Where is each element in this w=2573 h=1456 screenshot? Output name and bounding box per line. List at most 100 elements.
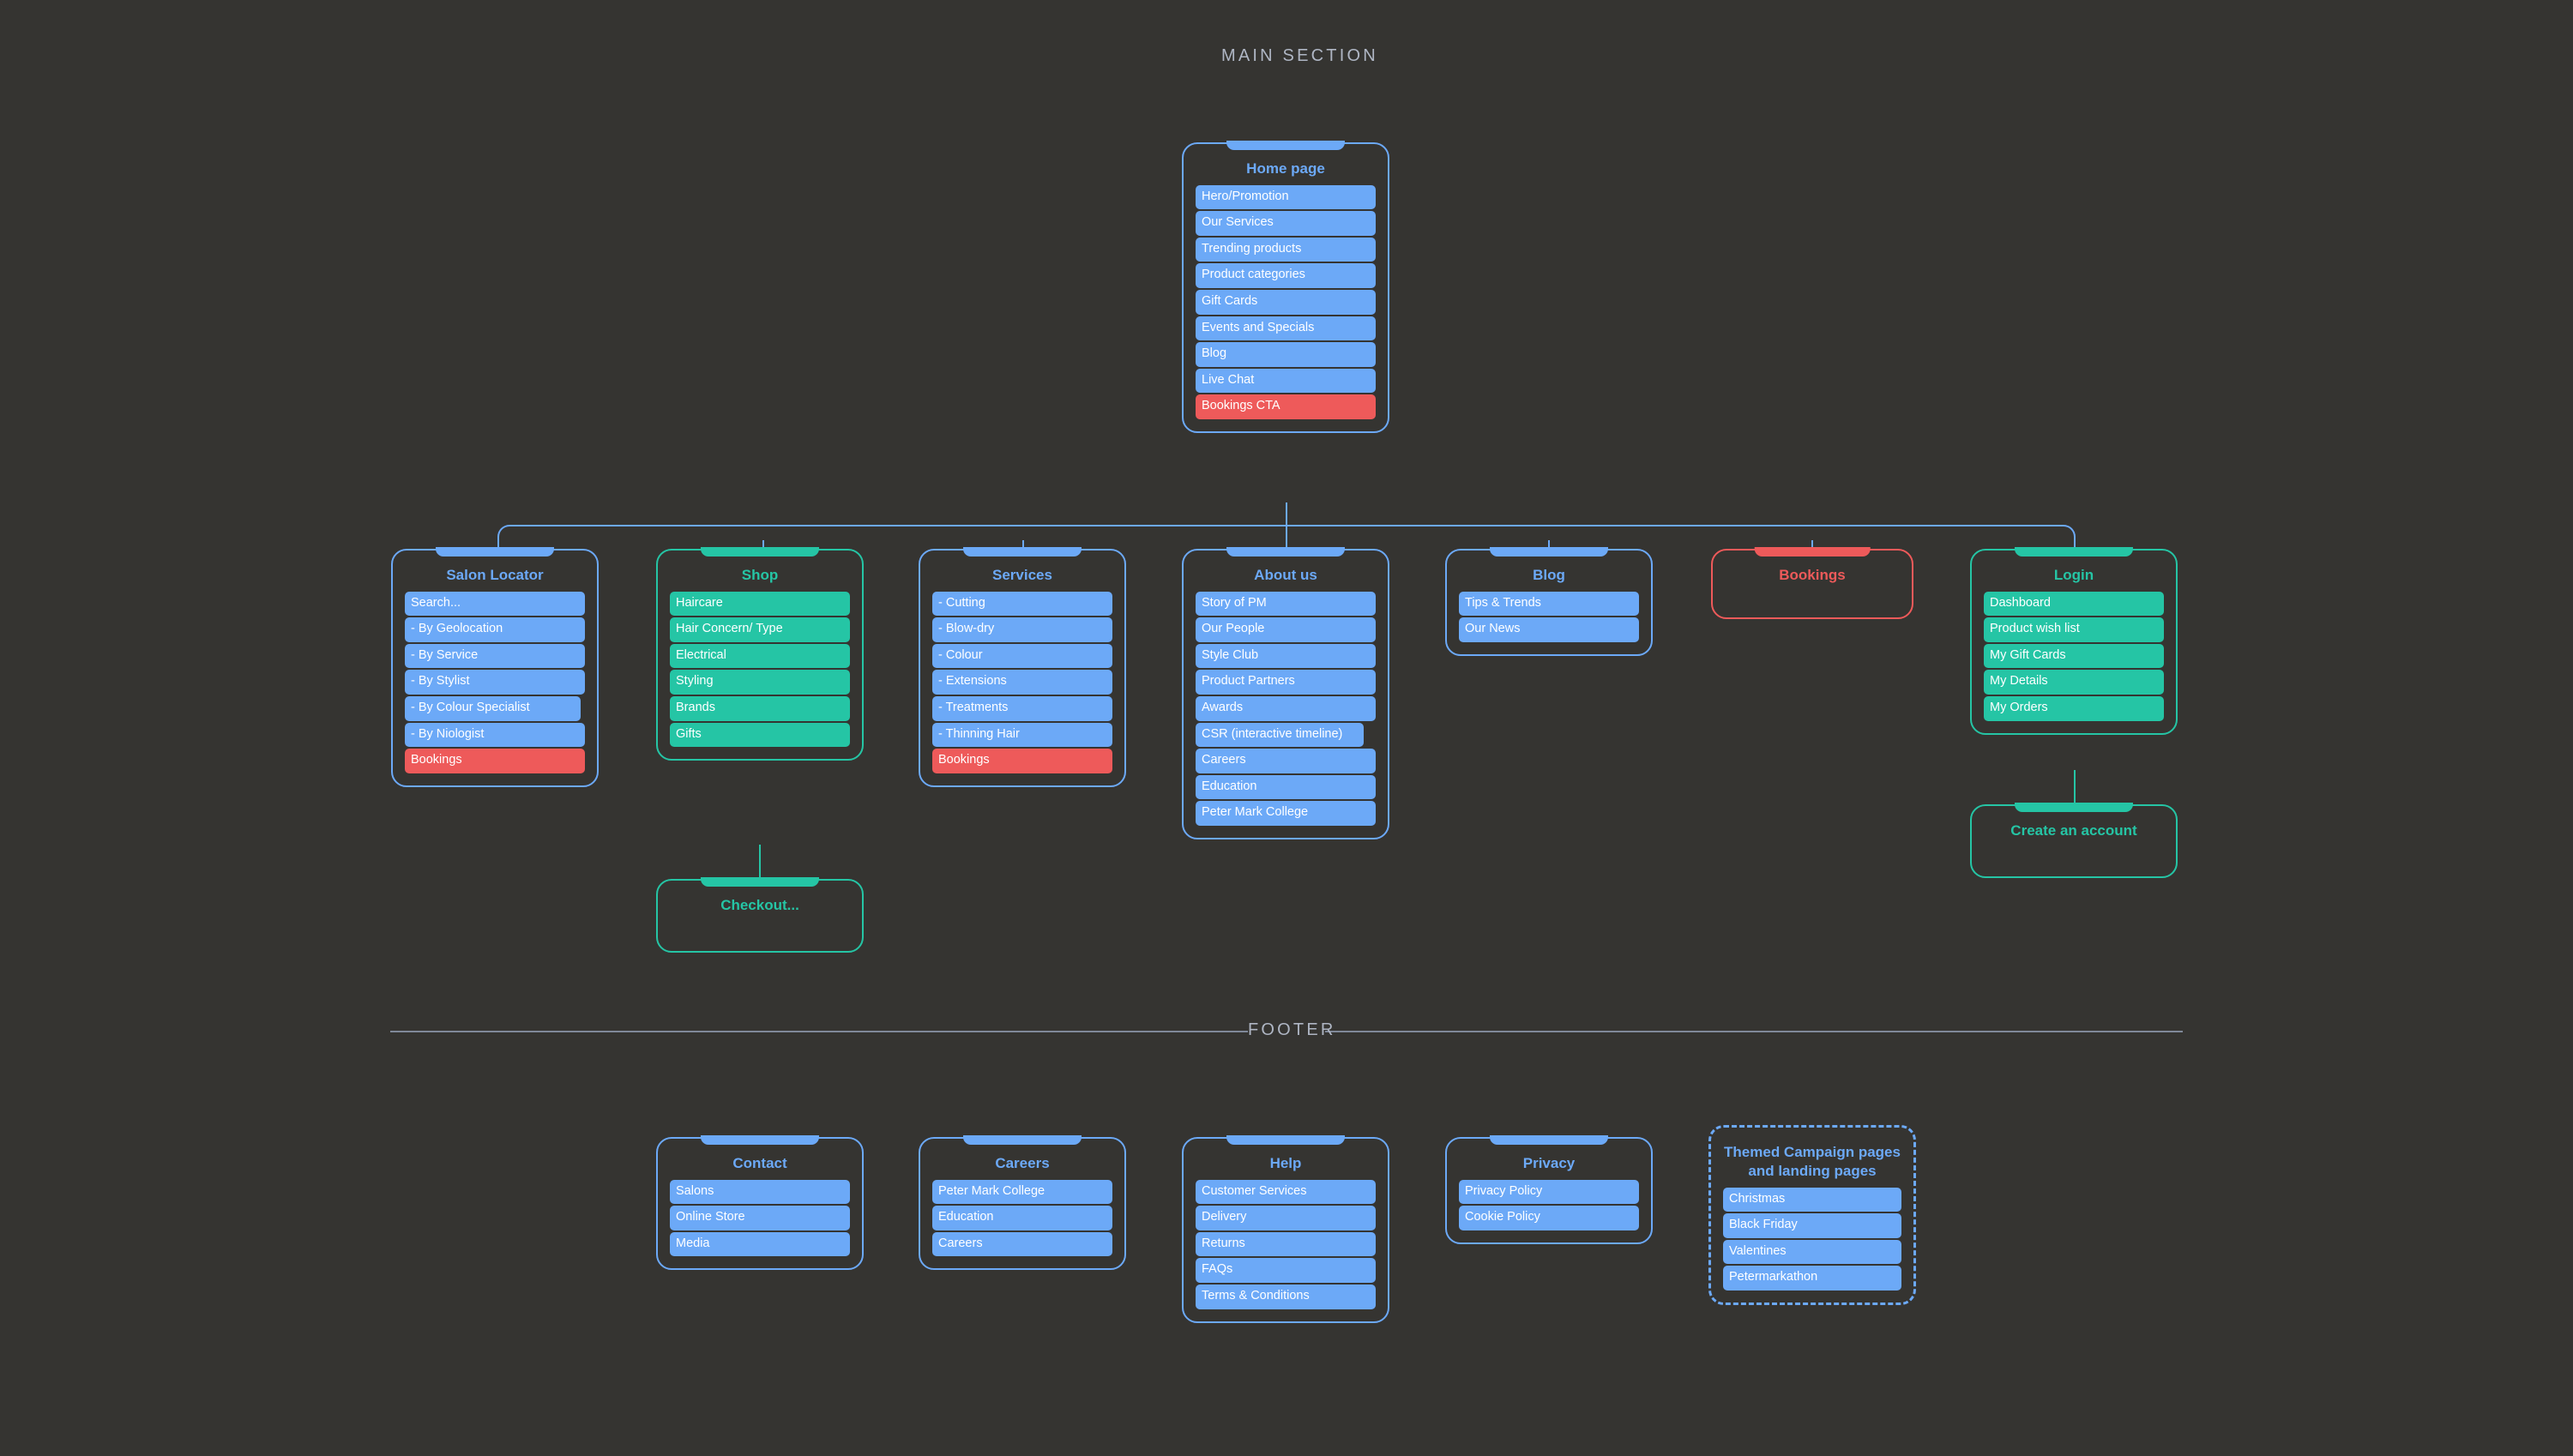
list-item[interactable]: Brands (670, 696, 850, 721)
card-title: Privacy (1522, 1155, 1576, 1171)
list-item[interactable]: - By Service (405, 643, 585, 669)
list-item[interactable]: Our People (1196, 617, 1376, 642)
list-item[interactable]: Media (670, 1231, 850, 1257)
list-item[interactable]: Awards (1196, 696, 1376, 721)
list-item[interactable]: - By Colour Specialist (405, 696, 581, 721)
card-footer-careers[interactable]: Careers Peter Mark College Education Car… (919, 1135, 1126, 1271)
list-item[interactable]: Trending products (1196, 237, 1376, 262)
card-create-account[interactable]: Create an account (1970, 803, 2178, 878)
card-title: Contact (732, 1155, 787, 1171)
list-item[interactable]: Peter Mark College (932, 1179, 1112, 1205)
list-item[interactable]: My Details (1984, 670, 2164, 695)
list-item[interactable]: Careers (1196, 749, 1376, 773)
list-item[interactable]: Story of PM (1196, 591, 1376, 617)
list-item[interactable]: - Thinning Hair (932, 722, 1112, 748)
list-item[interactable]: - Cutting (932, 591, 1112, 617)
list-item[interactable]: - Treatments (932, 696, 1112, 721)
footer-section-label: FOOTER (1248, 1020, 1336, 1039)
list-item[interactable]: Hair Concern/ Type (670, 617, 850, 642)
list-item[interactable]: - By Niologist (405, 722, 585, 748)
card-notch-icon (700, 877, 820, 887)
card-about-us[interactable]: About us Story of PM Our People Style Cl… (1182, 547, 1389, 839)
card-title: Login (2053, 567, 2094, 583)
list-item[interactable]: My Orders (1984, 696, 2164, 721)
list-item[interactable]: Christmas (1723, 1187, 1901, 1212)
list-item[interactable]: Terms & Conditions (1196, 1285, 1376, 1309)
list-item[interactable]: Style Club (1196, 643, 1376, 669)
list-item[interactable]: Privacy Policy (1459, 1179, 1639, 1205)
card-shop[interactable]: Shop Haircare Hair Concern/ Type Electri… (656, 547, 864, 761)
list-item[interactable]: Our Services (1196, 211, 1376, 236)
card-title: Shop (741, 567, 779, 583)
list-item[interactable]: Returns (1196, 1231, 1376, 1257)
list-item[interactable]: Petermarkathon (1723, 1266, 1901, 1291)
list-item[interactable]: Delivery (1196, 1206, 1376, 1230)
list-item[interactable]: Customer Services (1196, 1179, 1376, 1205)
list-item[interactable]: CSR (interactive timeline) (1196, 722, 1364, 748)
card-title: Home page (1246, 160, 1325, 177)
list-item[interactable]: - Colour (932, 643, 1112, 669)
card-title: Services (992, 567, 1052, 583)
list-item[interactable]: Careers (932, 1231, 1112, 1257)
list-item[interactable]: Hero/Promotion (1196, 184, 1376, 210)
card-footer-help[interactable]: Help Customer Services Delivery Returns … (1182, 1135, 1389, 1323)
card-items: Haircare Hair Concern/ Type Electrical S… (670, 591, 850, 748)
connector-shop-checkout (759, 845, 761, 879)
list-item[interactable]: My Gift Cards (1984, 643, 2164, 669)
list-item[interactable]: - By Stylist (405, 670, 585, 695)
list-item[interactable]: Education (932, 1206, 1112, 1230)
list-item[interactable]: Product categories (1196, 263, 1376, 288)
list-item[interactable]: Live Chat (1196, 368, 1376, 394)
footer-divider-left (390, 1031, 1248, 1032)
card-notch-icon (1226, 1135, 1346, 1145)
card-footer-themed-campaign[interactable]: Themed Campaign pages and landing pages … (1708, 1125, 1916, 1305)
list-item[interactable]: Events and Specials (1196, 316, 1376, 341)
list-item[interactable]: - By Geolocation (405, 617, 585, 642)
list-item[interactable]: Product Partners (1196, 670, 1376, 695)
list-item[interactable]: Cookie Policy (1459, 1206, 1639, 1230)
list-item[interactable]: Search... (405, 591, 585, 617)
list-item[interactable]: Education (1196, 774, 1376, 800)
list-item[interactable]: Our News (1459, 617, 1639, 642)
card-title: Help (1269, 1155, 1302, 1171)
card-blog[interactable]: Blog Tips & Trends Our News (1445, 547, 1653, 656)
list-item[interactable]: Black Friday (1723, 1213, 1901, 1238)
card-title: Bookings (1779, 567, 1846, 583)
list-item-cta[interactable]: Bookings (405, 749, 585, 773)
card-footer-privacy[interactable]: Privacy Privacy Policy Cookie Policy (1445, 1135, 1653, 1244)
list-item[interactable]: - Blow-dry (932, 617, 1112, 642)
card-items: Tips & Trends Our News (1459, 591, 1639, 642)
card-login[interactable]: Login Dashboard Product wish list My Gif… (1970, 547, 2178, 735)
card-title: Salon Locator (446, 567, 544, 583)
list-item[interactable]: Dashboard (1984, 591, 2164, 617)
card-checkout[interactable]: Checkout... (656, 877, 864, 953)
card-notch-icon (1489, 1135, 1609, 1145)
list-item[interactable]: Valentines (1723, 1239, 1901, 1265)
list-item[interactable]: Styling (670, 670, 850, 695)
list-item[interactable]: Blog (1196, 342, 1376, 367)
list-item[interactable]: Tips & Trends (1459, 591, 1639, 617)
list-item[interactable]: FAQs (1196, 1258, 1376, 1283)
card-items: Search... - By Geolocation - By Service … (405, 591, 585, 773)
card-notch-icon (2014, 803, 2134, 812)
card-services[interactable]: Services - Cutting - Blow-dry - Colour -… (919, 547, 1126, 787)
card-home-page[interactable]: Home page Hero/Promotion Our Services Tr… (1182, 141, 1389, 433)
list-item[interactable]: Salons (670, 1179, 850, 1205)
card-footer-contact[interactable]: Contact Salons Online Store Media (656, 1135, 864, 1271)
card-notch-icon (962, 1135, 1082, 1145)
card-items: Peter Mark College Education Careers (932, 1179, 1112, 1257)
card-items: Dashboard Product wish list My Gift Card… (1984, 591, 2164, 721)
list-item[interactable]: Electrical (670, 643, 850, 669)
list-item-cta[interactable]: Bookings CTA (1196, 394, 1376, 419)
list-item[interactable]: Product wish list (1984, 617, 2164, 642)
list-item[interactable]: Online Store (670, 1206, 850, 1230)
list-item[interactable]: Haircare (670, 591, 850, 617)
card-bookings[interactable]: Bookings (1711, 547, 1913, 619)
card-salon-locator[interactable]: Salon Locator Search... - By Geolocation… (391, 547, 599, 787)
list-item-cta[interactable]: Bookings (932, 749, 1112, 773)
list-item[interactable]: Gifts (670, 722, 850, 748)
list-item[interactable]: Peter Mark College (1196, 801, 1376, 826)
list-item[interactable]: - Extensions (932, 670, 1112, 695)
list-item[interactable]: Gift Cards (1196, 290, 1376, 315)
footer-divider-right (1325, 1031, 2183, 1032)
